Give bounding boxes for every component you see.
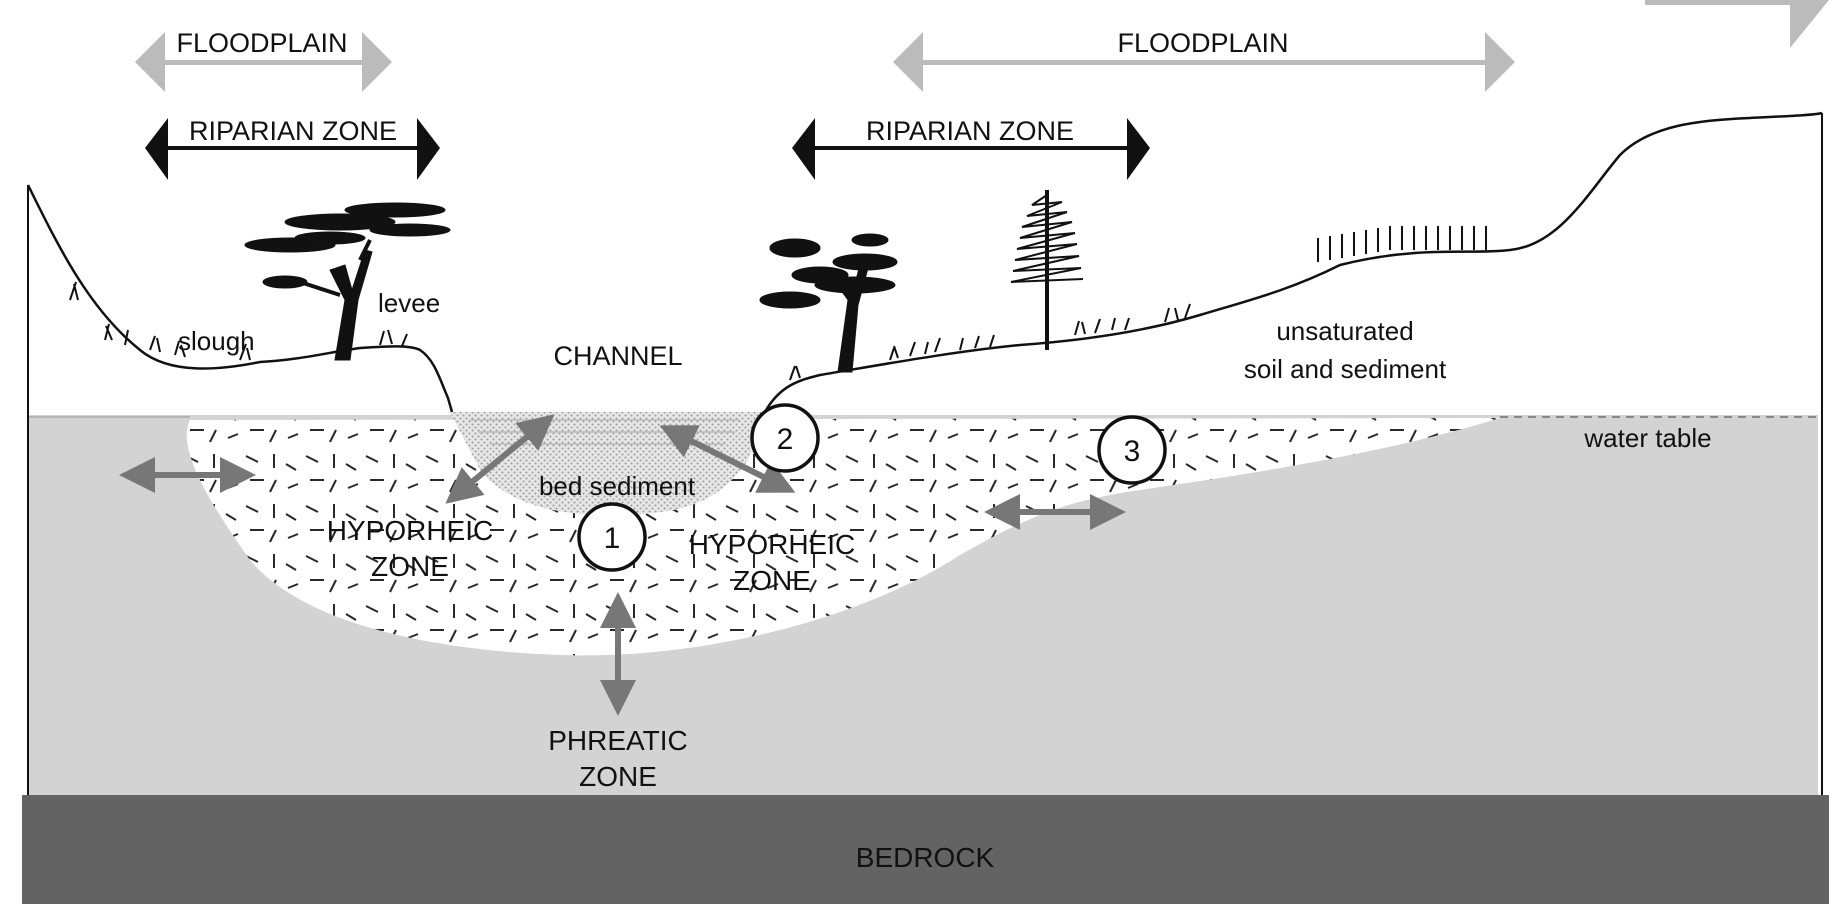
riparian-right-label: RIPARIAN ZONE bbox=[866, 116, 1074, 146]
hyporheic-right-label-line2: ZONE bbox=[733, 565, 811, 596]
conifer-tree-icon bbox=[1010, 190, 1084, 350]
exchange-arrow-channel-left bbox=[445, 414, 555, 504]
grass-tufts bbox=[69, 281, 1191, 381]
floodplain-right-label: FLOODPLAIN bbox=[1117, 28, 1288, 58]
marker-1-label: 1 bbox=[604, 522, 621, 555]
exchange-arrow-channel-right bbox=[659, 425, 796, 493]
bedrock-label: BEDROCK bbox=[856, 842, 995, 873]
upland-vegetation-ticks bbox=[1317, 226, 1487, 262]
bedrock-layer bbox=[22, 795, 1829, 904]
channel-label: CHANNEL bbox=[553, 341, 682, 371]
bed-sediment-label: bed sediment bbox=[539, 471, 696, 501]
phreatic-label-line1: PHREATIC bbox=[548, 725, 688, 756]
floodplain-arrow-left bbox=[135, 32, 392, 92]
slough-label: slough bbox=[178, 326, 255, 356]
tree-icon-left bbox=[244, 202, 451, 361]
floodplain-arrow-right bbox=[893, 32, 1515, 92]
phreatic-label-line2: ZONE bbox=[579, 761, 657, 792]
unsaturated-label-line2: soil and sediment bbox=[1244, 354, 1447, 384]
exchange-arrows bbox=[119, 414, 1126, 716]
marker-3-label: 3 bbox=[1124, 435, 1141, 468]
water-table-label: water table bbox=[1583, 423, 1711, 453]
riparian-arrow-right bbox=[792, 118, 1150, 180]
hyporheic-right-label-line1: HYPORHEIC bbox=[689, 529, 855, 560]
ground-surface bbox=[26, 111, 1823, 413]
marker-1: 1 bbox=[577, 502, 647, 572]
tree-icon-middle bbox=[759, 233, 898, 373]
hyporheic-left-label-line2: ZONE bbox=[371, 551, 449, 582]
hyporheic-left-label-line1: HYPORHEIC bbox=[327, 515, 493, 546]
marker-2-label: 2 bbox=[777, 423, 794, 456]
riparian-left-label: RIPARIAN ZONE bbox=[189, 116, 397, 146]
marker-3: 3 bbox=[1097, 415, 1167, 485]
marker-2: 2 bbox=[750, 403, 820, 473]
floodplain-arrow-edge bbox=[1645, 0, 1829, 48]
levee-label: levee bbox=[378, 288, 440, 318]
riparian-arrow-left bbox=[145, 118, 440, 180]
unsaturated-label-line1: unsaturated bbox=[1276, 316, 1413, 346]
floodplain-left-label: FLOODPLAIN bbox=[176, 28, 347, 58]
